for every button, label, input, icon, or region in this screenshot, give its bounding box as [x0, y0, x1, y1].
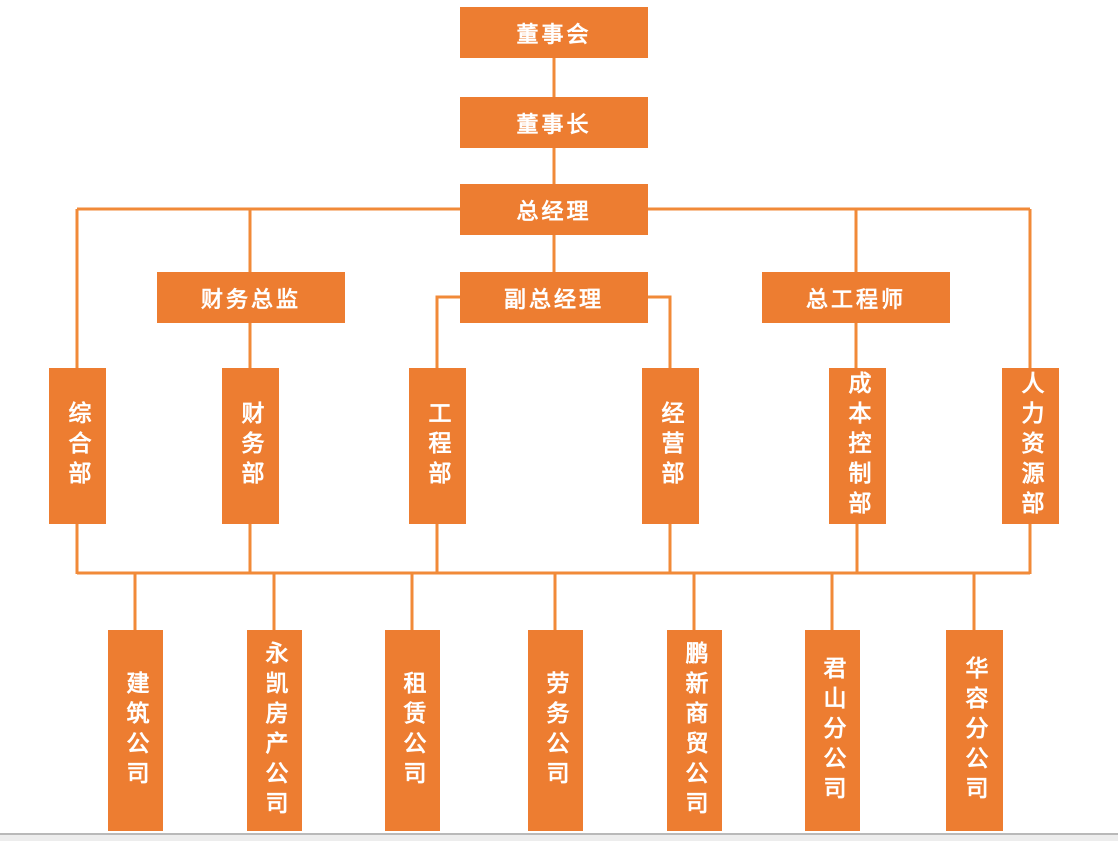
org-node-construction-company: 建筑公司: [108, 630, 163, 831]
org-node-labor-company: 劳务公司: [528, 630, 583, 831]
org-node-engineering-dept: 工程部: [409, 368, 466, 524]
org-node-hr-dept: 人力资源部: [1002, 368, 1059, 524]
org-node-yongkai-realestate-company: 永凯房产公司: [247, 630, 302, 831]
org-node-finance-dept: 财务部: [222, 368, 279, 524]
org-node-pengxin-trading-company: 鹏新商贸公司: [667, 630, 722, 831]
org-node-huarong-branch-company: 华容分公司: [946, 630, 1003, 831]
org-node-operations-dept: 经营部: [642, 368, 699, 524]
bottom-edge-divider: [0, 833, 1118, 841]
connector-deputy-gm-operations-dept: [648, 295, 672, 369]
org-node-general-dept: 综合部: [49, 368, 106, 524]
org-node-finance-director: 财务总监: [157, 272, 345, 323]
org-node-chief-engineer: 总工程师: [762, 272, 950, 323]
connector-deputy-gm-engineering-dept: [435, 295, 460, 369]
org-node-board: 董事会: [460, 7, 648, 58]
org-node-deputy-general-manager: 副总经理: [460, 272, 648, 323]
org-node-leasing-company: 租赁公司: [385, 630, 440, 831]
org-node-general-manager: 总经理: [460, 184, 648, 235]
org-node-cost-control-dept: 成本控制部: [829, 368, 886, 524]
org-node-junshan-branch-company: 君山分公司: [805, 630, 860, 831]
org-node-chairman: 董事长: [460, 97, 648, 148]
